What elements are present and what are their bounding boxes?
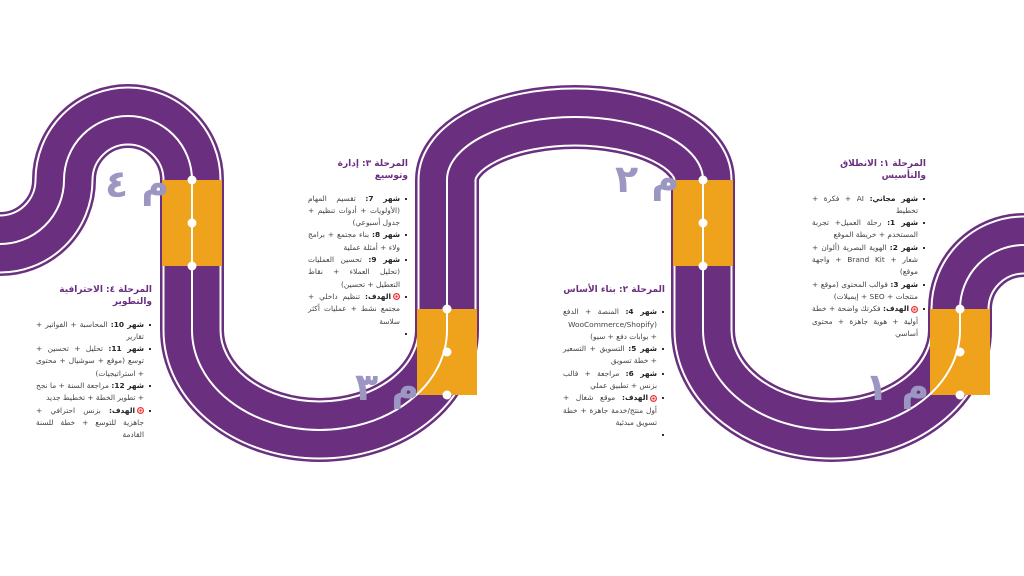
phase-item: شهر 6: مراجعة + قالب بزنس + تطبيق عملي — [563, 368, 664, 393]
milestone-label-3: م ٣ — [355, 365, 420, 409]
target-icon — [650, 394, 657, 402]
item-label: الهدف: — [365, 291, 391, 301]
item-text: قوالب المحتوى (موقع + منتجات + SEO + إيم… — [812, 279, 918, 301]
milestone-dot — [698, 261, 708, 271]
item-text: بناء مجتمع + برامج ولاء + أمثلة عملية — [308, 230, 400, 252]
item-label: الهدف: — [109, 405, 135, 415]
phase-item — [563, 429, 664, 441]
milestone-dot — [187, 261, 197, 271]
item-text: مراجعة + قالب بزنس + تطبيق عملي — [563, 368, 657, 391]
road-center-line — [0, 115, 1024, 431]
phase-item: شهر 3: قوالب المحتوى (موقع + منتجات + SE… — [812, 279, 925, 304]
item-label: شهر 12: — [111, 381, 144, 391]
item-label: شهر 10: — [110, 319, 144, 329]
item-text: موقع شغال + أول منتج/خدمة جاهزة + خطة تس… — [563, 393, 657, 427]
item-text: AI + فكرة + تخطيط — [812, 193, 918, 215]
phase-item: الهدف: موقع شغال + أول منتج/خدمة جاهزة +… — [563, 392, 664, 429]
phase-item: شهر 2: الهوية البصرية (ألوان + شعار + Br… — [812, 242, 925, 279]
item-label: شهر 5: — [628, 344, 657, 354]
target-icon — [911, 305, 918, 313]
phase-item: شهر 11: تحليل + تحسين + توسع (موقع + سوش… — [36, 343, 151, 380]
phase-3-block: المرحلة ٣: إدارة وتوسيع شهر 7: تقسيم المه… — [308, 158, 408, 340]
phase-2-block: المرحلة ٢: بناء الأساس شهر 4: المنصة + ال… — [563, 284, 665, 442]
phase-item: شهر 8: بناء مجتمع + برامج ولاء + أمثلة ع… — [308, 229, 407, 254]
milestone-label-2: م ٢ — [615, 157, 680, 201]
milestone-dot — [442, 304, 452, 314]
milestone-dot — [187, 175, 197, 185]
item-label: شهر 7: — [365, 193, 400, 203]
item-label: شهر 2: — [889, 242, 918, 252]
target-icon — [393, 293, 400, 301]
milestone-dot — [442, 347, 452, 357]
item-label: شهر مجاني: — [869, 193, 919, 203]
phase-title: المرحلة ٢: بناء الأساس — [563, 285, 665, 295]
item-text: المحاسبة + الفواتير + تقارير — [36, 319, 144, 341]
phase-items: شهر 7: تقسيم المهام (الأولويات + أدوات ت… — [308, 193, 408, 341]
phase-item: شهر 9: تحسين العمليات (تحليل العملاء + ن… — [308, 254, 407, 291]
item-label: الهدف: — [622, 393, 648, 403]
item-text: الهوية البصرية (ألوان + شعار + Brand Kit… — [812, 242, 918, 277]
item-text: بزنس احترافي + جاهزية للتوسع + خطة للسنة… — [36, 405, 144, 440]
phase-item: الهدف: تنظيم داخلي + مجتمع نشط + عمليات … — [308, 291, 407, 328]
milestone-dot — [698, 218, 708, 228]
phase-title: المرحلة ٣: إدارة وتوسيع — [337, 159, 408, 182]
phase-item — [308, 328, 407, 340]
item-text: تحسين العمليات (تحليل العملاء + نقاط الت… — [308, 255, 400, 289]
item-text: رحلة العميل+ تجربة المستخدم + خريطة المو… — [812, 218, 918, 240]
item-text: المنصة + الدفع (WooCommerce/Shopify + بو… — [563, 307, 657, 341]
milestone-dot — [955, 304, 965, 314]
item-label: شهر 8: — [371, 230, 400, 240]
item-text: تنظيم داخلي + مجتمع نشط + عمليات أكثر سل… — [308, 291, 400, 326]
item-text: التسويق + التسعير + خطة تسويق — [563, 344, 657, 366]
item-text: تحليل + تحسين + توسع (موقع + سوشيال + مح… — [36, 344, 144, 378]
phase-item: شهر 5: التسويق + التسعير + خطة تسويق — [563, 343, 664, 368]
phase-item: شهر 12: مراجعة السنة + ما نجح + تطوير ال… — [36, 380, 151, 405]
item-label: شهر 3: — [890, 279, 918, 289]
phase-item: شهر 10: المحاسبة + الفواتير + تقارير — [36, 319, 151, 344]
milestone-dot — [442, 390, 452, 400]
target-icon — [137, 407, 144, 415]
milestone-label-4: م ٤ — [105, 162, 170, 206]
item-label: شهر 11: — [108, 344, 144, 354]
phase-title: المرحلة ٤: الاحترافية والتطوير — [59, 285, 152, 308]
milestone-dot — [955, 390, 965, 400]
item-text: فكرتك واضحة + خطة أولية + هوية جاهزة + م… — [812, 304, 918, 338]
item-label: الهدف: — [883, 304, 909, 314]
phase-1-block: المرحلة ١: الانطلاق والتأسيس شهر مجاني: A… — [812, 158, 926, 340]
phase-item: شهر 1: رحلة العميل+ تجربة المستخدم + خري… — [812, 217, 925, 242]
item-text: مراجعة السنة + ما نجح + تطوير الخطة + تخ… — [36, 381, 144, 403]
phase-item: شهر مجاني: AI + فكرة + تخطيط — [812, 193, 925, 218]
item-text: تقسيم المهام (الأولويات + أدوات تنظيم + … — [308, 193, 400, 228]
item-label: شهر 9: — [368, 255, 400, 265]
phase-items: شهر 4: المنصة + الدفع (WooCommerce/Shopi… — [563, 306, 665, 441]
item-label: شهر 6: — [625, 368, 657, 378]
item-label: شهر 1: — [887, 218, 918, 228]
phase-item: الهدف: فكرتك واضحة + خطة أولية + هوية جا… — [812, 303, 925, 340]
milestone-dot — [955, 347, 965, 357]
phase-item: الهدف: بزنس احترافي + جاهزية للتوسع + خط… — [36, 405, 151, 442]
item-label: شهر 4: — [625, 307, 657, 317]
phase-4-block: المرحلة ٤: الاحترافية والتطوير شهر 10: ال… — [36, 284, 152, 442]
milestone-dot — [698, 175, 708, 185]
milestone-label-1: م ١ — [865, 365, 930, 409]
phase-item: شهر 4: المنصة + الدفع (WooCommerce/Shopi… — [563, 306, 664, 343]
milestone-dot — [187, 218, 197, 228]
phase-title: المرحلة ١: الانطلاق والتأسيس — [840, 159, 926, 182]
phase-item: شهر 7: تقسيم المهام (الأولويات + أدوات ت… — [308, 193, 407, 230]
